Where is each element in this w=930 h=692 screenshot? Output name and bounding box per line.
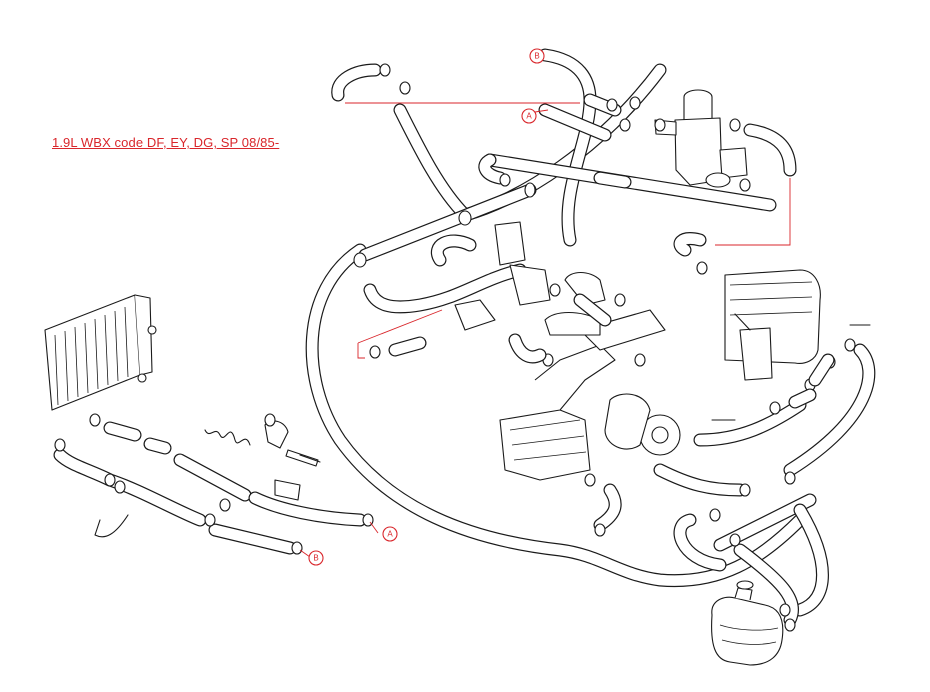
leader-lines — [299, 102, 791, 558]
engine-code-caption: 1.9L WBX code DF, EY, DG, SP 08/85- — [52, 135, 280, 150]
main-return-hose — [305, 243, 807, 588]
svg-text:B: B — [313, 554, 318, 563]
thermostat-housing — [454, 221, 606, 336]
middle-bypass-hose — [363, 234, 527, 314]
lower-left-hoses — [53, 420, 367, 555]
top-left-elbow-hose — [331, 63, 382, 102]
callout-a-top: A — [521, 108, 537, 124]
svg-text:B: B — [534, 52, 539, 61]
svg-text:A: A — [387, 530, 393, 539]
radiator — [44, 294, 157, 411]
bolts — [299, 313, 871, 463]
hose-b-upper — [538, 48, 597, 247]
water-pump — [499, 309, 681, 481]
svg-text:A: A — [526, 112, 532, 121]
callout-b-top: B — [529, 48, 545, 64]
right-upper-hose — [673, 123, 797, 257]
callout-a-bottom: A — [382, 526, 398, 542]
hose-a-upper — [538, 93, 622, 142]
expansion-tank — [711, 580, 784, 666]
coolant-pump-housing — [654, 89, 748, 188]
callout-b-bottom: B — [308, 550, 324, 566]
upper-long-hose — [358, 63, 667, 262]
heater-box — [724, 269, 821, 381]
hose-clamps — [54, 63, 856, 632]
short-hose-segments — [388, 171, 835, 409]
